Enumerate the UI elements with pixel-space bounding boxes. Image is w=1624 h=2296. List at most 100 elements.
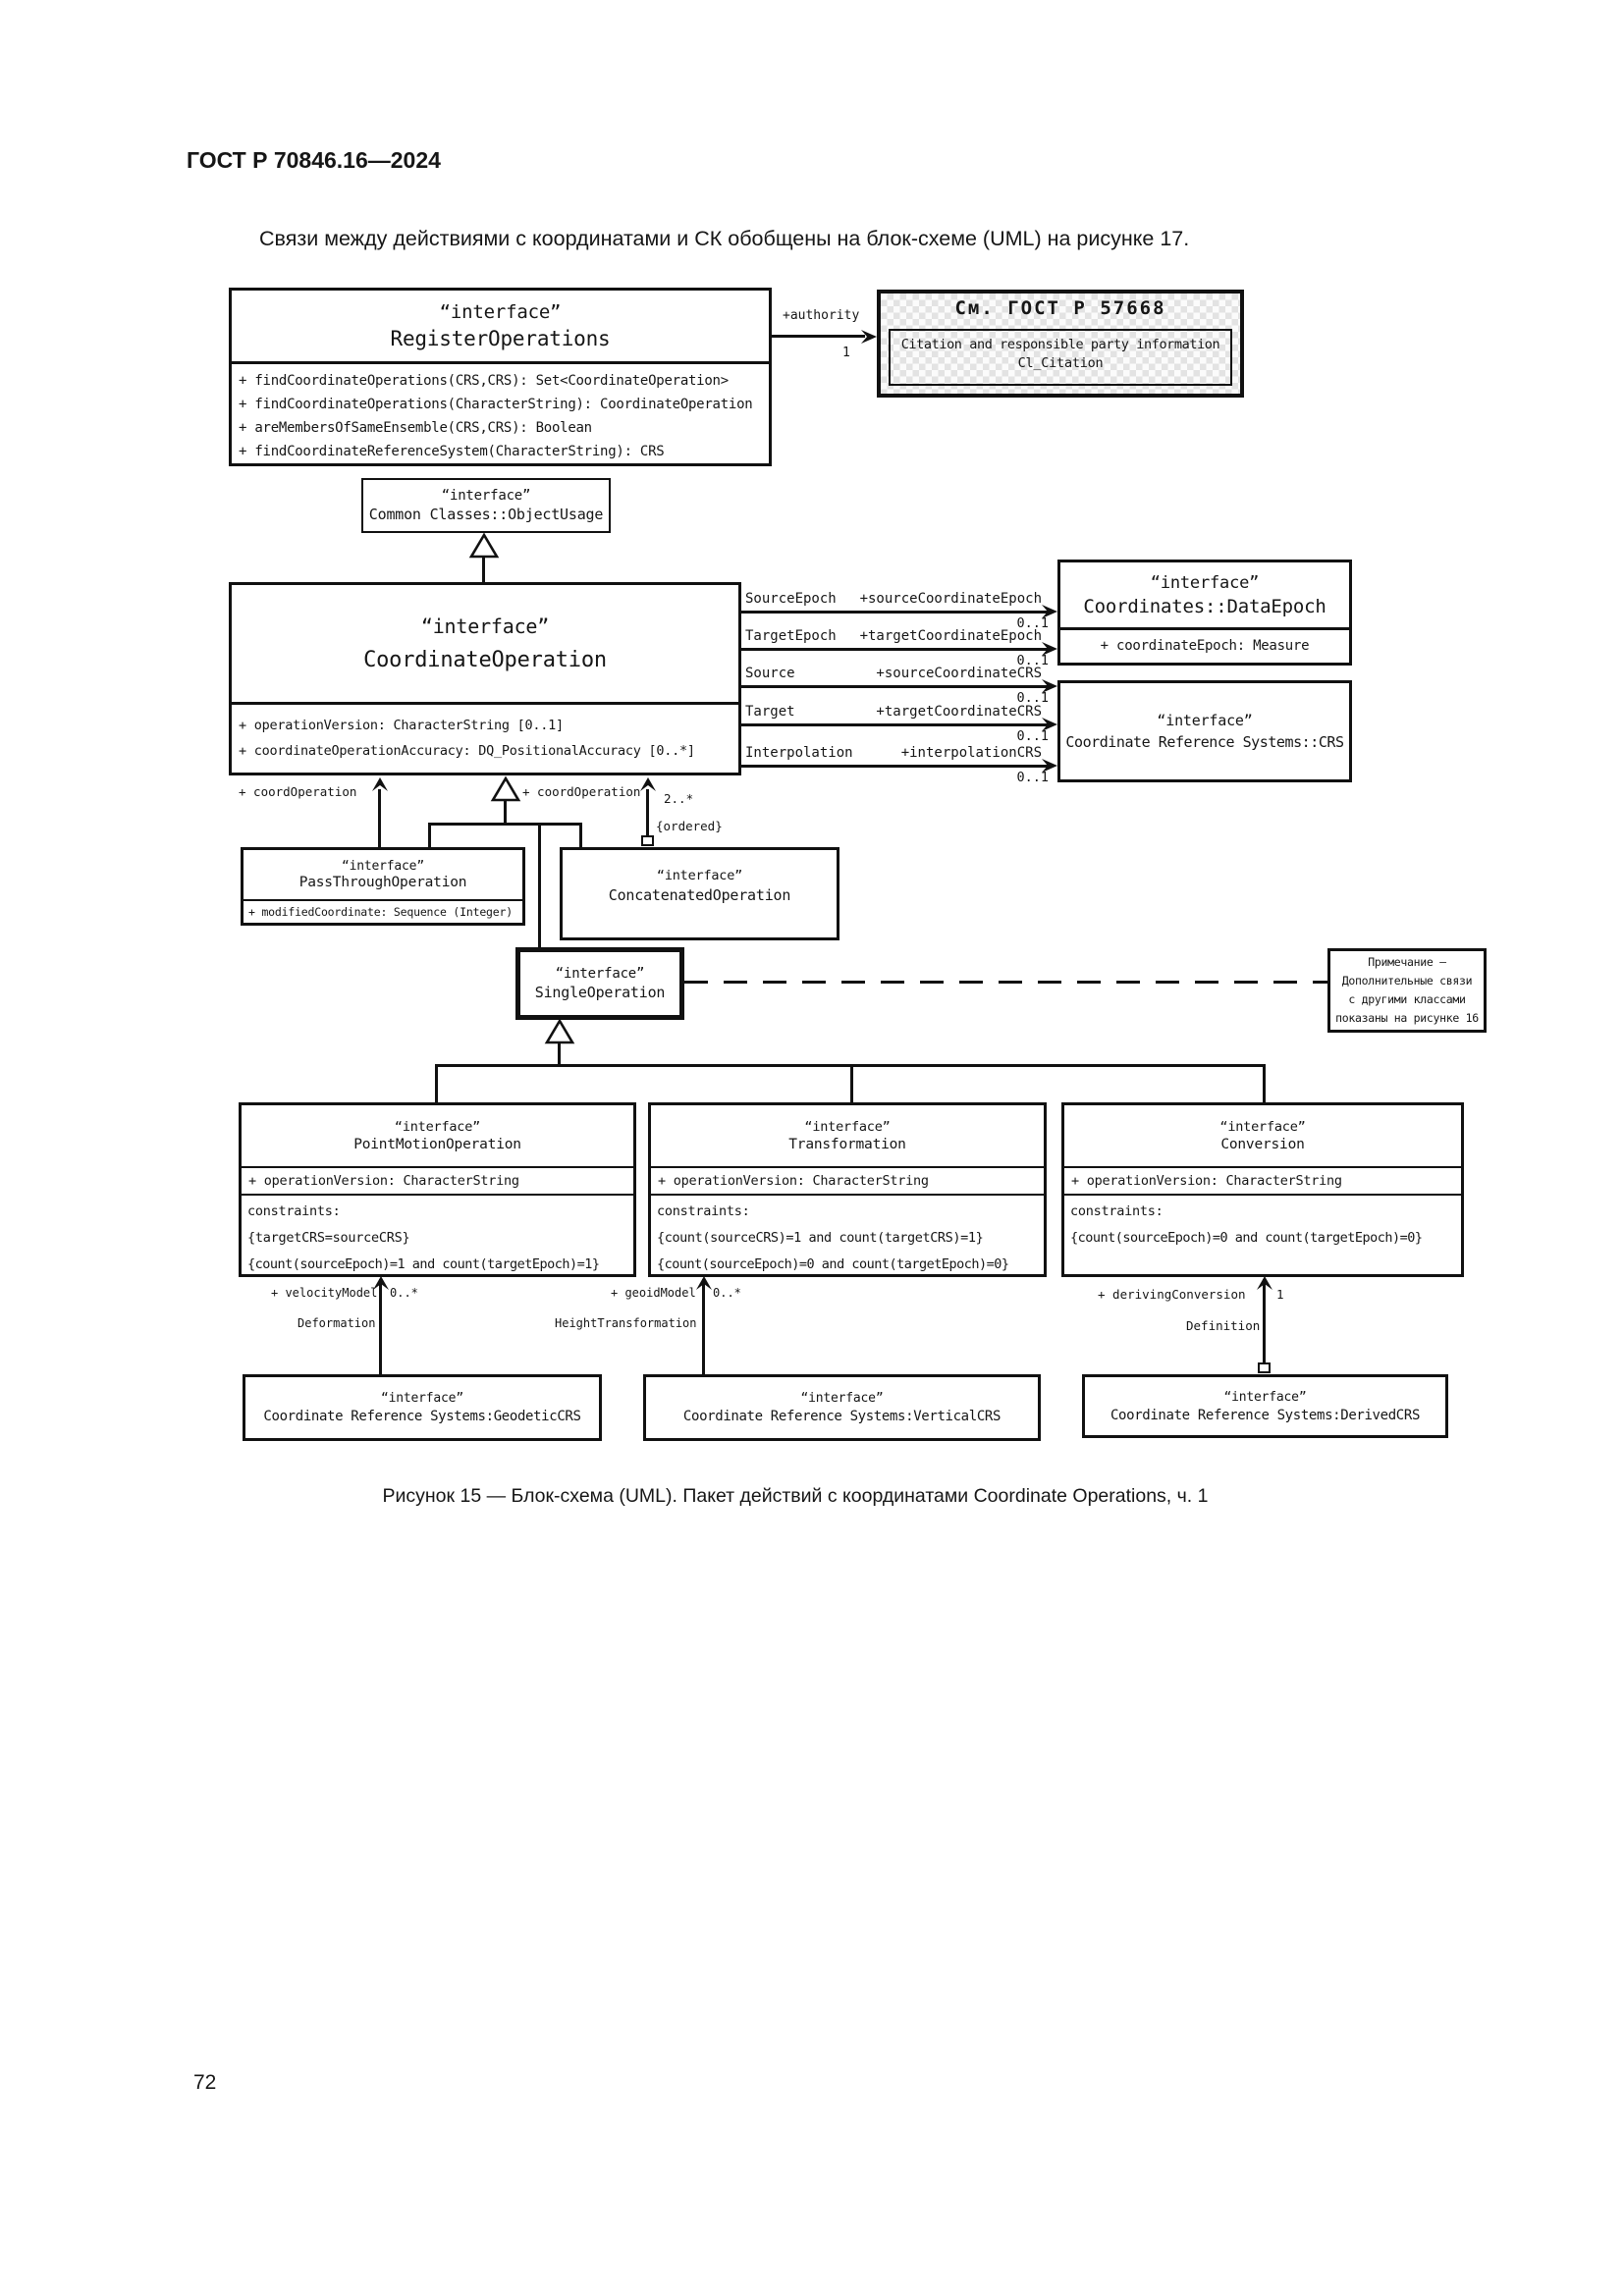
arrowhead-up-icon [372, 777, 388, 791]
aggregation-square-icon [1258, 1362, 1271, 1373]
multiplicity-label: 0..* [390, 1286, 418, 1300]
constraint-line: {count(sourceCRS)=1 and count(targetCRS)… [657, 1230, 984, 1246]
coord-operation-role-label: + coordOperation [239, 784, 357, 799]
stereotype-label: “interface” [394, 1119, 481, 1135]
constraint-line: {targetCRS=sourceCRS} [247, 1230, 410, 1246]
assoc-row-labels: Interpolation +interpolationCRS [745, 745, 1042, 761]
constraint-line: {count(sourceEpoch)=1 and count(targetEp… [247, 1256, 600, 1272]
assoc-line [741, 648, 1051, 651]
gost-reference-title: См. ГОСТ Р 57668 [954, 297, 1166, 319]
class-name: Coordinate Reference Systems:VerticalCRS [682, 1409, 1001, 1424]
assoc-role-label: +sourceCoordinateEpoch [859, 591, 1042, 607]
assoc-name-label: SourceEpoch [745, 591, 837, 607]
class-box-conversion: “interface” Conversion + operationVersio… [1061, 1102, 1464, 1277]
stereotype-label: “interface” [439, 301, 562, 323]
arrowhead-right-icon [1042, 718, 1057, 731]
assoc-role-label: +sourceCoordinateCRS [876, 666, 1042, 681]
assoc-row-labels: Target +targetCoordinateCRS [745, 704, 1042, 720]
gost-reference-box: См. ГОСТ Р 57668 Citation and responsibl… [877, 290, 1244, 398]
generalization-branch [538, 823, 541, 947]
class-box-crs: “interface” Coordinate Reference Systems… [1057, 680, 1352, 782]
coord-operation-role-label: + coordOperation [522, 784, 641, 799]
class-box-transformation: “interface” Transformation + operationVe… [648, 1102, 1047, 1277]
stereotype-label: “interface” [555, 966, 645, 982]
deformation-assoc-line [379, 1279, 382, 1374]
class-name: ConcatenatedOperation [608, 885, 791, 904]
class-box-concatenated-operation: “interface” ConcatenatedOperation [560, 847, 839, 940]
operation-item: + findCoordinateReferenceSystem(Characte… [239, 444, 665, 459]
note-line: Примечание — [1368, 955, 1446, 969]
class-box-derived-crs: “interface” Coordinate Reference Systems… [1082, 1374, 1448, 1438]
class-box-point-motion-operation: “interface” PointMotionOperation + opera… [239, 1102, 636, 1277]
aggregation-square-icon [641, 835, 654, 846]
citation-inner-box: Citation and responsible party informati… [889, 329, 1232, 386]
generalization-arrow-icon [490, 775, 521, 802]
assoc-name-label: TargetEpoch [745, 628, 837, 644]
class-box-geodetic-crs: “interface” Coordinate Reference Systems… [243, 1374, 602, 1441]
authority-multiplicity-label: 1 [842, 346, 850, 360]
authority-role-label: +authority [783, 308, 860, 323]
constraint-line: constraints: [1070, 1203, 1164, 1219]
coord-operation-assoc-line [378, 789, 381, 847]
class-box-coordinate-operation: “interface” CoordinateOperation + operat… [229, 582, 741, 775]
arrowhead-up-icon [640, 777, 656, 791]
stereotype-label: “interface” [800, 1391, 884, 1406]
citation-line: Citation and responsible party informati… [900, 337, 1220, 352]
assoc-name-label: HeightTransformation [555, 1316, 697, 1330]
attribute-item: + operationVersion: CharacterString [651, 1168, 1044, 1196]
authority-association-line [772, 335, 865, 338]
arrowhead-right-icon [1042, 679, 1057, 693]
constraint-line: constraints: [247, 1203, 341, 1219]
assoc-row-labels: Source +sourceCoordinateCRS [745, 666, 1042, 681]
page-header: ГОСТ Р 70846.16—2024 [187, 147, 441, 173]
attribute-item: + operationVersion: CharacterString [0..… [239, 718, 564, 733]
assoc-name-label: Target [745, 704, 795, 720]
assoc-line [741, 611, 1051, 614]
stereotype-label: “interface” [342, 859, 424, 874]
figure-caption: Рисунок 15 — Блок-схема (UML). Пакет дей… [382, 1485, 1209, 1507]
attribute-item: + coordinateOperationAccuracy: DQ_Positi… [239, 743, 695, 759]
stereotype-label: “interface” [441, 488, 531, 504]
page-number: 72 [193, 2071, 217, 2094]
role-label: + derivingConversion [1098, 1287, 1246, 1302]
class-name: Coordinate Reference Systems::CRS [1065, 733, 1344, 751]
class-name: Transformation [788, 1137, 906, 1152]
stereotype-label: “interface” [1157, 712, 1253, 729]
class-box-object-usage: “interface” Common Classes::ObjectUsage [361, 478, 611, 533]
assoc-name-label: Definition [1186, 1318, 1261, 1333]
assoc-role-label: +targetCoordinateEpoch [859, 628, 1042, 644]
generalization-branch [428, 823, 431, 847]
note-line: показаны на рисунке 16 [1335, 1011, 1479, 1025]
generalization-line [482, 558, 485, 582]
stereotype-label: “interface” [804, 1119, 891, 1135]
assoc-mult-label: 0..1 [1016, 653, 1049, 668]
assoc-role-label: +targetCoordinateCRS [876, 704, 1042, 720]
arrowhead-up-icon [373, 1276, 389, 1290]
class-name: RegisterOperations [390, 327, 611, 350]
operation-item: + areMembersOfSameEnsemble(CRS,CRS): Boo… [239, 420, 592, 436]
note-line: Дополнительные связи [1341, 974, 1473, 988]
generalization-arrow-icon [468, 532, 500, 559]
coord-operation-assoc-line [646, 789, 649, 836]
arrowhead-right-icon [1042, 642, 1057, 656]
arrowhead-up-icon [1257, 1276, 1272, 1290]
class-name: Coordinate Reference Systems:GeodeticCRS [263, 1409, 581, 1424]
assoc-mult-label: 0..1 [1016, 690, 1049, 706]
class-box-register-operations: “interface” RegisterOperations + findCoo… [229, 288, 772, 466]
assoc-row-labels: SourceEpoch +sourceCoordinateEpoch [745, 591, 1042, 607]
assoc-line [741, 685, 1051, 688]
attribute-item: + modifiedCoordinate: Sequence (Integer) [248, 905, 513, 919]
assoc-name-label: Deformation [298, 1316, 376, 1330]
stereotype-label: “interface” [1150, 572, 1260, 593]
role-label: + velocityModel [271, 1286, 378, 1300]
note-line: с другими классами [1348, 992, 1466, 1006]
assoc-row-labels: TargetEpoch +targetCoordinateEpoch [745, 628, 1042, 644]
attribute-item: + coordinateEpoch: Measure [1100, 638, 1310, 654]
assoc-mult-label: 0..1 [1016, 615, 1049, 631]
generalization-branch [850, 1064, 853, 1104]
multiplicity-label: 1 [1276, 1287, 1284, 1302]
constraint-line: {count(sourceEpoch)=0 and count(targetEp… [657, 1256, 1009, 1272]
class-name: PassThroughOperation [298, 875, 467, 890]
stereotype-label: “interface” [381, 1391, 463, 1406]
